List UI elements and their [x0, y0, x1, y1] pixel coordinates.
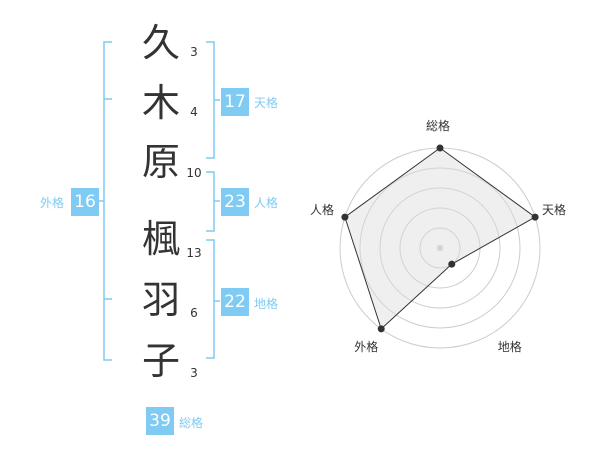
stroke-count-3: 10 [186, 166, 202, 180]
name-char-2: 木 [141, 81, 180, 125]
stroke-count-4: 13 [186, 246, 202, 260]
radar-axis-label: 総格 [426, 119, 451, 133]
chikaku-value: 22 [221, 288, 249, 316]
radar-point-3 [448, 260, 456, 268]
name-char-3: 原 [141, 140, 180, 184]
jinkaku-label: 人格 [254, 196, 279, 210]
name-char-6: 子 [141, 339, 180, 383]
name-char-1: 久 [141, 21, 180, 65]
radar-axis-label: 外格 [354, 339, 379, 354]
stroke-count-2: 4 [190, 105, 198, 119]
radar-ring [379, 187, 501, 309]
tenkaku-label: 天格 [254, 96, 279, 110]
chikaku-label: 地格 [254, 297, 279, 311]
jinkaku-value: 23 [221, 188, 249, 216]
gaikaku-value: 16 [71, 188, 99, 216]
stroke-count-6: 3 [190, 366, 198, 380]
radar-ring [419, 227, 461, 269]
radar-axis-label: 人格 [309, 203, 334, 218]
radar-ring [359, 167, 521, 329]
name-char-4: 楓 [141, 217, 180, 261]
radar-point-2 [531, 213, 539, 221]
radar-series-polygon [344, 147, 537, 330]
stroke-count-1: 3 [190, 45, 198, 59]
chikaku-bracket [206, 239, 215, 359]
name-char-5: 羽 [141, 278, 180, 322]
radar-axis-label: 地格 [497, 339, 522, 354]
soukaku-label: 総格 [179, 416, 204, 430]
radar-center [437, 245, 443, 251]
gaikaku-label: 外格 [40, 196, 65, 210]
soukaku-value: 39 [146, 407, 174, 435]
radar-point-1 [436, 144, 444, 152]
radar-axis-label: 天格 [542, 203, 567, 218]
radar-point-4 [377, 325, 385, 333]
radar-point-5 [341, 213, 349, 221]
stroke-count-5: 6 [190, 306, 198, 320]
tenkaku-value: 17 [221, 88, 249, 116]
